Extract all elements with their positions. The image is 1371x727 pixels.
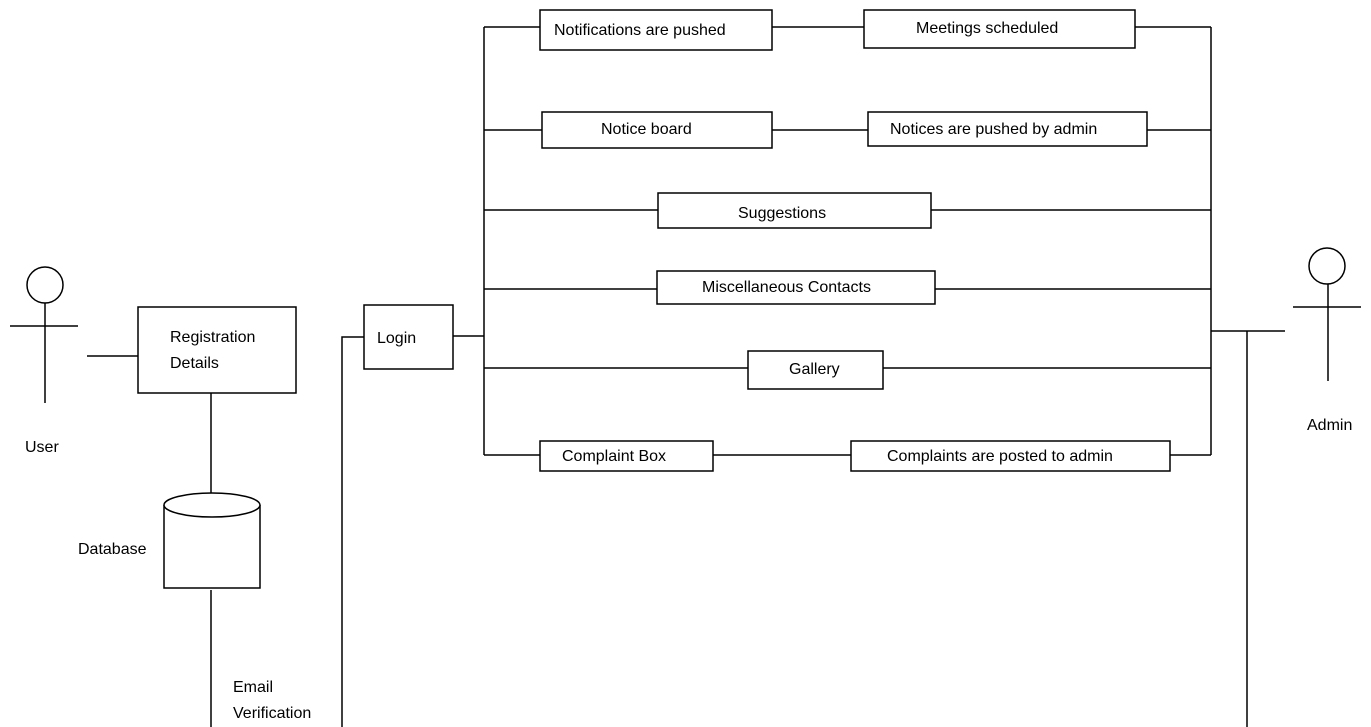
notifications-box [539, 9, 773, 51]
registration-label-line2: Details [170, 355, 219, 372]
email-verification-label-line1: Email [233, 679, 273, 696]
suggestions-label: Suggestions [738, 205, 826, 222]
user-label: User [25, 439, 59, 456]
registration-label-line1: Registration [170, 329, 255, 346]
complaints-posted-box [850, 440, 1171, 472]
complaint-box-label: Complaint Box [562, 448, 666, 465]
login-box [363, 304, 454, 370]
meetings-box [863, 9, 1136, 49]
suggestions-box [657, 192, 932, 229]
complaint-box-box [539, 440, 714, 472]
database-cylinder [163, 492, 261, 589]
notifications-label: Notifications are pushed [554, 22, 726, 39]
meetings-label: Meetings scheduled [916, 20, 1058, 37]
registration-details-box [137, 306, 297, 394]
admin-actor [1293, 247, 1361, 381]
misc-contacts-label: Miscellaneous Contacts [702, 279, 871, 296]
misc-contacts-box [656, 270, 936, 305]
database-label: Database [78, 541, 147, 558]
gallery-label: Gallery [789, 361, 840, 378]
login-label: Login [377, 330, 416, 347]
notices-pushed-label: Notices are pushed by admin [890, 121, 1097, 138]
admin-label: Admin [1307, 417, 1352, 434]
notices-pushed-box [867, 111, 1148, 147]
email-verification-label-line2: Verification [233, 705, 311, 722]
complaints-posted-label: Complaints are posted to admin [887, 448, 1113, 465]
notice-board-label: Notice board [601, 121, 692, 138]
gallery-box [747, 350, 884, 390]
user-actor [10, 266, 78, 403]
email-login-connector [341, 336, 364, 727]
notice-board-box [541, 111, 773, 149]
